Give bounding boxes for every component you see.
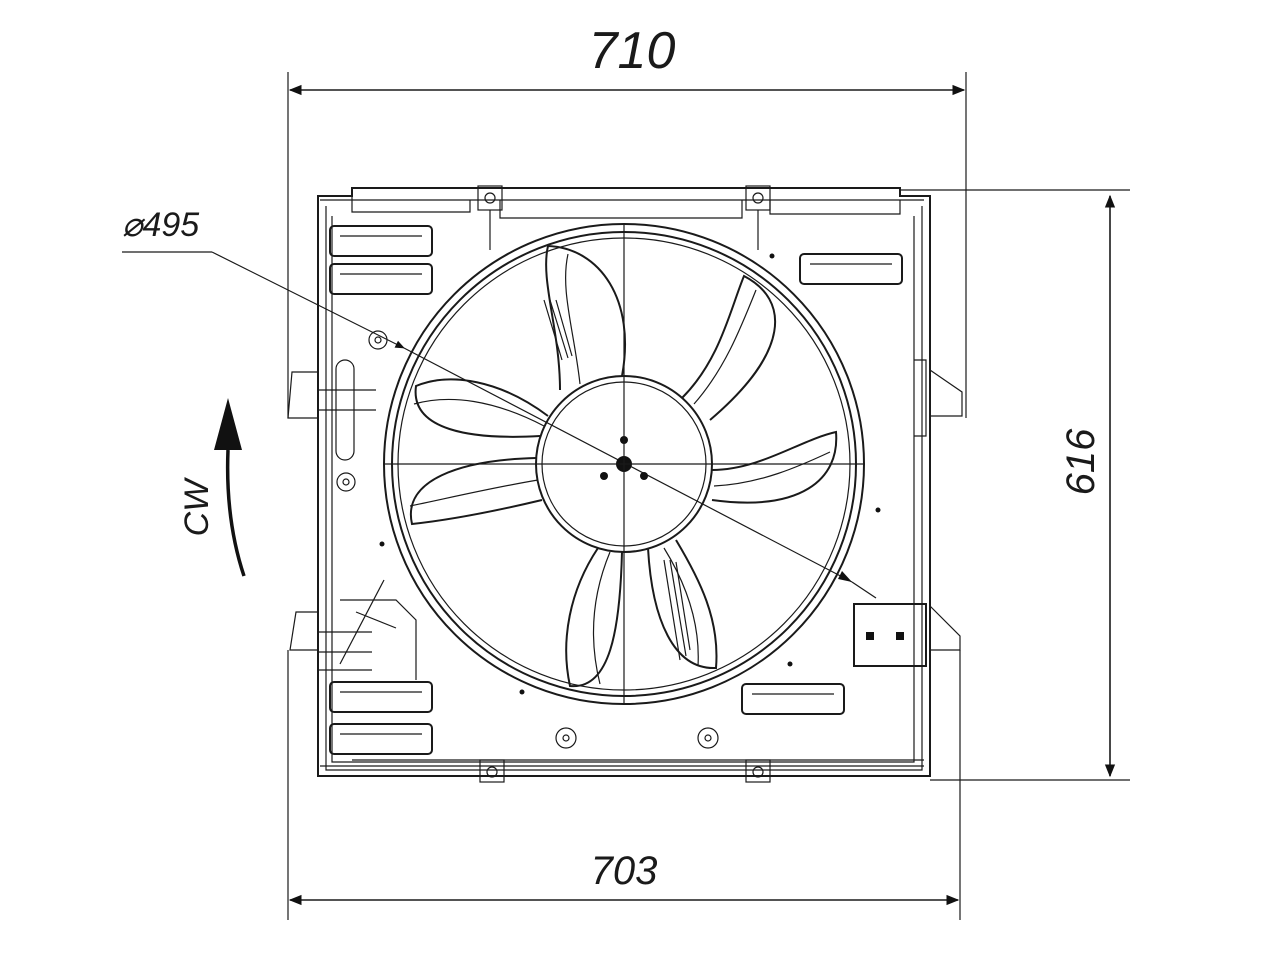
top-width-label: 710 xyxy=(589,22,676,80)
rotation-arrow-icon xyxy=(214,398,242,450)
diameter-label: ⌀495 xyxy=(122,206,199,244)
dimension-height: 616 xyxy=(900,189,1130,781)
bottom-width-label: 703 xyxy=(591,849,658,893)
dimension-top-width: 710 xyxy=(287,22,967,418)
height-label: 616 xyxy=(1059,428,1103,495)
fan-assembly xyxy=(383,223,865,705)
fan-blades xyxy=(409,244,838,688)
rotation-label: CW xyxy=(178,477,216,537)
diameter-callout: ⌀495 xyxy=(122,206,877,599)
shroud-frame xyxy=(287,185,963,783)
dimension-bottom-width: 703 xyxy=(287,650,961,920)
rotation-indicator: CW xyxy=(178,398,246,577)
